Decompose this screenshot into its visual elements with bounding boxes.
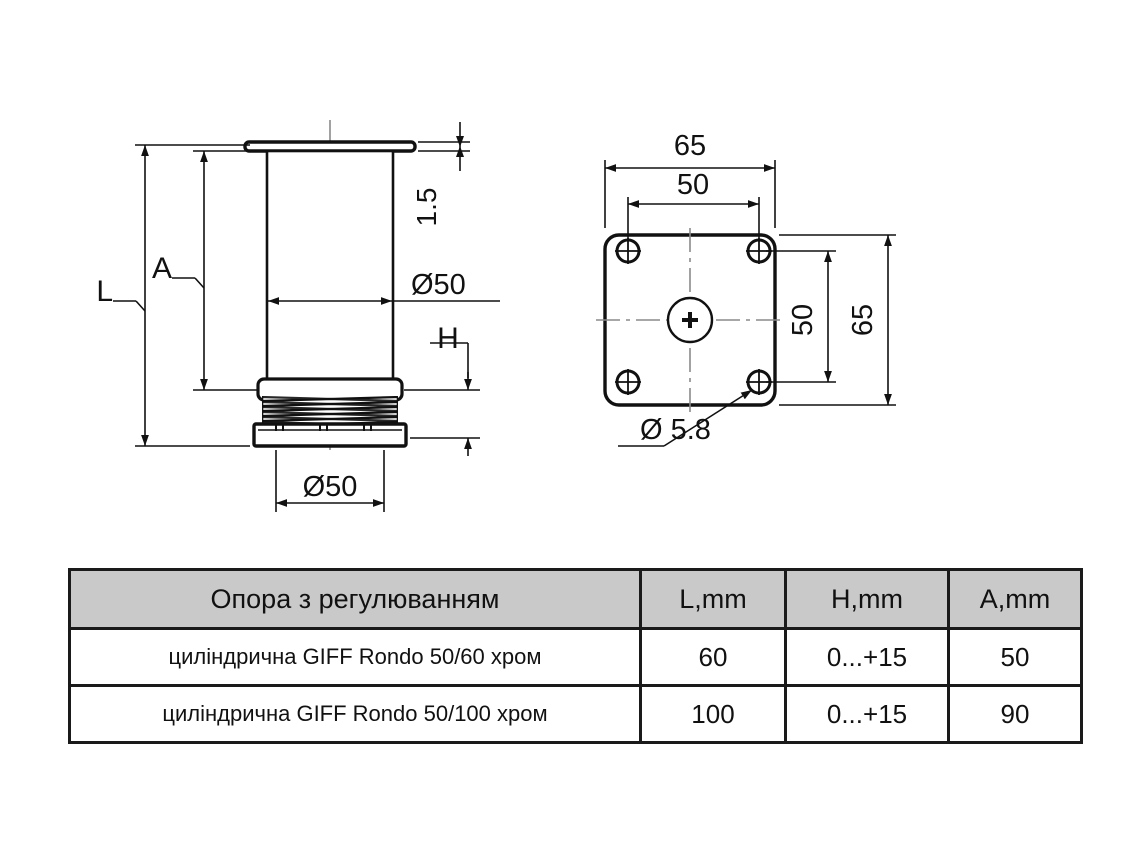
label-hole-spacing-horizontal: 50 [677, 169, 709, 201]
top-flange [243, 140, 417, 153]
cell-length: 60 [639, 627, 787, 687]
label-L: L [96, 275, 113, 308]
label-A: A [152, 252, 172, 285]
plan-dimension-texts: 65 50 50 65 Ø 5.8 [640, 130, 879, 446]
center-hole-cross [682, 312, 698, 328]
label-plate-width: 65 [674, 130, 706, 162]
header-length: L,mm [639, 568, 787, 630]
corner-hole-bottom-left [615, 369, 641, 395]
cell-product-name: циліндрична GIFF Rondo 50/100 хром [68, 684, 642, 744]
plan-dimensions [604, 160, 896, 447]
leader-hole-diameter [663, 389, 753, 447]
label-hole-diameter: Ø 5.8 [640, 414, 711, 446]
elevation-geometry [243, 120, 417, 450]
label-flange-thickness: 1.5 [411, 188, 442, 227]
cell-length: 100 [639, 684, 787, 744]
table-row: циліндрична GIFF Rondo 50/60 хром 60 0..… [68, 627, 1083, 687]
elevation-dimensions [113, 122, 500, 512]
table-header-row: Опора з регулюванням L,mm H,mm A,mm [68, 568, 1083, 630]
table-row: циліндрична GIFF Rondo 50/100 хром 100 0… [68, 684, 1083, 744]
label-hole-spacing-vertical: 50 [787, 304, 819, 336]
cell-adjust: 0...+15 [784, 627, 950, 687]
cell-a-dim: 50 [947, 627, 1083, 687]
plan-geometry [596, 228, 784, 412]
elevation-dimension-texts: L A 1.5 Ø50 H Ø50 [96, 188, 466, 503]
technical-drawing-canvas: L A 1.5 Ø50 H Ø50 [96, 120, 896, 512]
label-tube-diameter: Ø50 [411, 269, 466, 301]
specification-table: Опора з регулюванням L,mm H,mm A,mm цилі… [68, 568, 1083, 744]
label-plate-height: 65 [847, 304, 879, 336]
cell-product-name: циліндрична GIFF Rondo 50/60 хром [68, 627, 642, 687]
header-adjust: H,mm [784, 568, 950, 630]
header-a-dim: A,mm [947, 568, 1083, 630]
cell-adjust: 0...+15 [784, 684, 950, 744]
label-adjust-range: H [437, 322, 459, 355]
cylinder-tube [265, 149, 395, 381]
header-product-name: Опора з регулюванням [68, 568, 642, 630]
cell-a-dim: 90 [947, 684, 1083, 744]
label-base-diameter: Ø50 [303, 471, 358, 503]
foot-knurl-marks [275, 425, 372, 431]
